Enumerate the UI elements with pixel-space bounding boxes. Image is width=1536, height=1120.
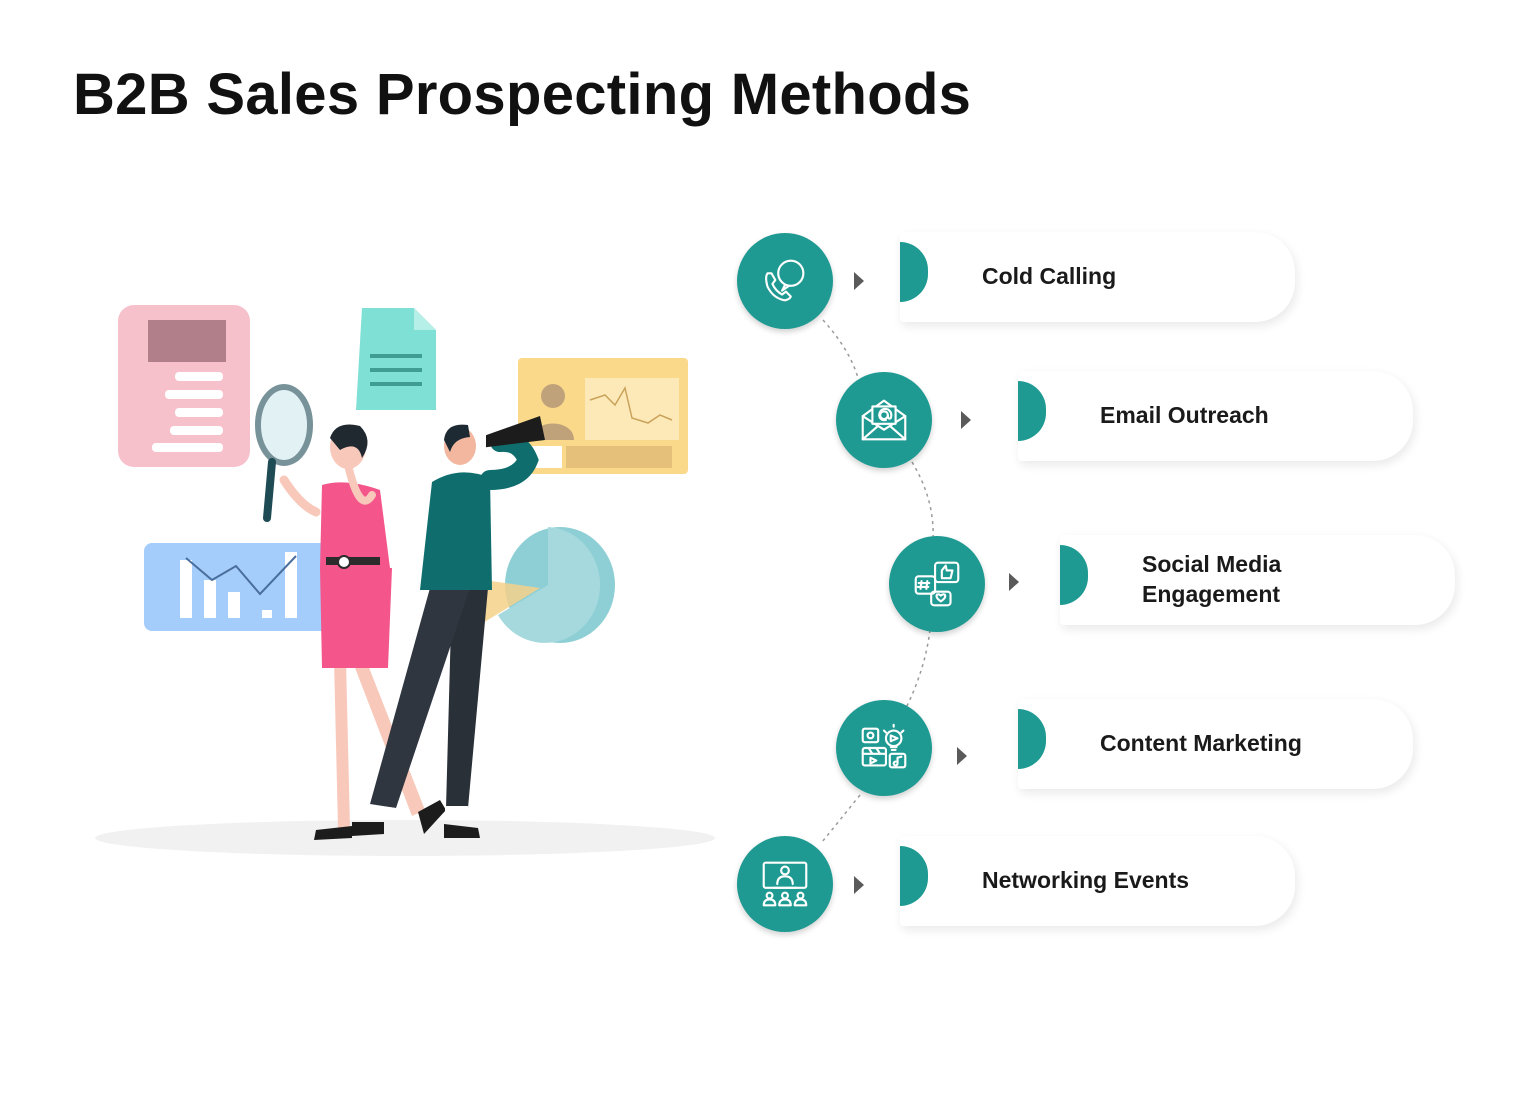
man-figure (352, 416, 545, 838)
social-media-icon (889, 536, 985, 632)
method-card: Social Media Engagement (1060, 535, 1455, 625)
email-envelope-icon (836, 372, 932, 468)
pie-chart-graphic (470, 527, 615, 643)
method-card: Content Marketing (1018, 699, 1413, 789)
arrow-icon (854, 272, 864, 290)
method-label: Cold Calling (982, 263, 1117, 290)
arrow-icon (957, 747, 967, 765)
floor-shadow (95, 820, 715, 856)
method-connector-line (821, 319, 934, 843)
prospecting-illustration (95, 305, 715, 856)
networking-meeting-icon (737, 836, 833, 932)
method-label: Networking Events (982, 867, 1190, 894)
magnifying-glass-graphic (255, 384, 313, 522)
bar-chart-graphic (144, 543, 332, 631)
method-label: Social Media Engagement (1142, 551, 1282, 607)
method-card: Cold Calling (900, 232, 1295, 322)
arrow-icon (854, 876, 864, 894)
card-tab (900, 846, 928, 906)
method-label: Email Outreach (1100, 402, 1269, 429)
arrow-icon (961, 411, 971, 429)
method-card: Email Outreach (1018, 371, 1413, 461)
content-media-icon (836, 700, 932, 796)
phone-chat-icon (737, 233, 833, 329)
profile-card-graphic (518, 358, 688, 474)
card-tab (1018, 381, 1046, 441)
card-tab (1060, 545, 1088, 605)
page-title: B2B Sales Prospecting Methods (73, 62, 972, 127)
method-card: Networking Events (900, 836, 1295, 926)
card-tab (900, 242, 928, 302)
pink-document-graphic (118, 305, 250, 467)
woman-figure (279, 424, 446, 840)
arrow-icon (1009, 573, 1019, 591)
card-tab (1018, 709, 1046, 769)
method-label: Content Marketing (1100, 730, 1302, 757)
teal-file-graphic (356, 308, 436, 410)
